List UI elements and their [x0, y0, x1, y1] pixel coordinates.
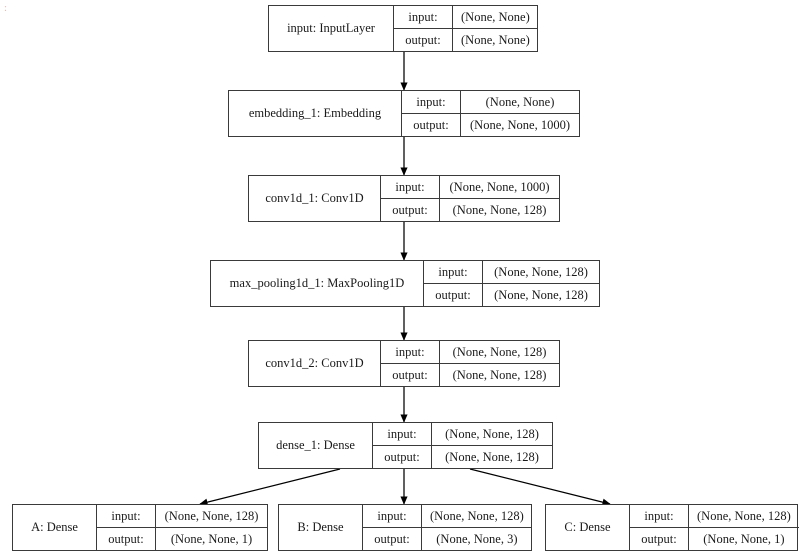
- shape-label-output: output:: [392, 367, 428, 382]
- shape-row-output: output: (None, None, 1): [630, 527, 799, 550]
- shape-row-input: input: (None, None, 128): [363, 505, 532, 527]
- layer-name: conv1d_2: Conv1D: [265, 356, 364, 371]
- shape-label-output: output:: [374, 531, 410, 546]
- layer-node-dense_c[interactable]: C: Dense input: (None, None, 128) output: (N…: [545, 504, 799, 551]
- shape-row-output: output: (None, None): [394, 28, 538, 51]
- shape-row-input: input: (None, None): [394, 6, 538, 28]
- shape-value-output: (None, None): [452, 29, 538, 51]
- shape-value-output: (None, None, 3): [421, 528, 532, 550]
- shape-value-input: (None, None, 1000): [439, 176, 559, 198]
- shape-label-input: input:: [438, 264, 468, 279]
- layer-node-conv1d_1[interactable]: conv1d_1: Conv1D input: (None, None, 1000)…: [248, 175, 560, 222]
- shape-label-input: input:: [395, 179, 425, 194]
- layer-node-max_pooling1d_1[interactable]: max_pooling1d_1: MaxPooling1D input: (None…: [210, 260, 600, 307]
- shape-value-output: (None, None, 1000): [460, 114, 579, 136]
- shape-label-output: output:: [641, 531, 677, 546]
- shape-value-input: (None, None, 128): [482, 261, 599, 283]
- shape-label-output: output:: [435, 287, 471, 302]
- layer-shape-table: input: (None, None, 128) output: (None, Non…: [362, 505, 532, 550]
- layer-node-embedding_1[interactable]: embedding_1: Embedding input: (None, None)…: [228, 90, 580, 137]
- layer-node-dense_b[interactable]: B: Dense input: (None, None, 128) output: (N…: [278, 504, 532, 551]
- layer-shape-table: input: (None, None, 1000) output: (None, No…: [380, 176, 559, 221]
- shape-row-output: output: (None, None, 3): [363, 527, 532, 550]
- layer-shape-table: input: (None, None, 128) output: (None, Non…: [380, 341, 559, 386]
- shape-row-input: input: (None, None, 128): [97, 505, 267, 527]
- shape-label-output: output:: [384, 449, 420, 464]
- shape-label-input: input:: [387, 426, 417, 441]
- layer-shape-table: input: (None, None) output: (None, None): [393, 6, 538, 51]
- shape-row-input: input: (None, None): [402, 91, 579, 113]
- shape-value-output: (None, None, 128): [439, 364, 559, 386]
- corner-artifact: :: [4, 2, 8, 14]
- layer-name: dense_1: Dense: [276, 438, 355, 453]
- shape-row-input: input: (None, None, 128): [424, 261, 599, 283]
- layer-name: A: Dense: [31, 520, 78, 535]
- shape-value-output: (None, None, 1): [155, 528, 267, 550]
- shape-row-input: input: (None, None, 128): [381, 341, 559, 363]
- shape-label-output: output:: [413, 117, 449, 132]
- edge-dense_1-to-dense_c: [469, 468, 611, 506]
- shape-row-output: output: (None, None, 128): [424, 283, 599, 306]
- layer-name: input: InputLayer: [287, 21, 375, 36]
- shape-row-output: output: (None, None, 128): [381, 363, 559, 386]
- layer-shape-table: input: (None, None, 128) output: (None, Non…: [96, 505, 267, 550]
- layer-name: C: Dense: [564, 520, 611, 535]
- shape-label-input: input:: [377, 508, 407, 523]
- shape-value-input: (None, None): [452, 6, 538, 28]
- layer-shape-table: input: (None, None, 128) output: (None, Non…: [629, 505, 799, 550]
- layer-shape-table: input: (None, None, 128) output: (None, Non…: [423, 261, 599, 306]
- shape-value-output: (None, None, 128): [482, 284, 599, 306]
- shape-value-output: (None, None, 1): [688, 528, 799, 550]
- shape-label-input: input:: [416, 94, 446, 109]
- layer-name: B: Dense: [297, 520, 344, 535]
- shape-row-input: input: (None, None, 128): [373, 423, 552, 445]
- shape-value-input: (None, None, 128): [431, 423, 552, 445]
- shape-row-output: output: (None, None, 128): [381, 198, 559, 221]
- layer-name: conv1d_1: Conv1D: [265, 191, 364, 206]
- shape-row-output: output: (None, None, 1000): [402, 113, 579, 136]
- layer-shape-table: input: (None, None) output: (None, None, 10…: [401, 91, 579, 136]
- shape-row-input: input: (None, None, 128): [630, 505, 799, 527]
- shape-value-input: (None, None, 128): [439, 341, 559, 363]
- shape-label-output: output:: [392, 202, 428, 217]
- shape-row-input: input: (None, None, 1000): [381, 176, 559, 198]
- shape-label-input: input:: [395, 344, 425, 359]
- shape-value-input: (None, None, 128): [688, 505, 799, 527]
- shape-label-input: input:: [644, 508, 674, 523]
- shape-row-output: output: (None, None, 1): [97, 527, 267, 550]
- shape-label-output: output:: [405, 32, 441, 47]
- layer-node-dense_a[interactable]: A: Dense input: (None, None, 128) output: (N…: [12, 504, 268, 551]
- shape-value-input: (None, None, 128): [155, 505, 267, 527]
- shape-value-output: (None, None, 128): [439, 199, 559, 221]
- layer-shape-table: input: (None, None, 128) output: (None, Non…: [372, 423, 552, 468]
- edge-dense_1-to-dense_a: [199, 468, 341, 506]
- layer-name: max_pooling1d_1: MaxPooling1D: [229, 276, 405, 291]
- shape-value-input: (None, None): [460, 91, 579, 113]
- shape-value-output: (None, None, 128): [431, 446, 552, 468]
- shape-label-input: input:: [111, 508, 141, 523]
- shape-row-output: output: (None, None, 128): [373, 445, 552, 468]
- layer-name: embedding_1: Embedding: [248, 106, 382, 121]
- shape-label-output: output:: [108, 531, 144, 546]
- shape-label-input: input:: [408, 9, 438, 24]
- shape-value-input: (None, None, 128): [421, 505, 532, 527]
